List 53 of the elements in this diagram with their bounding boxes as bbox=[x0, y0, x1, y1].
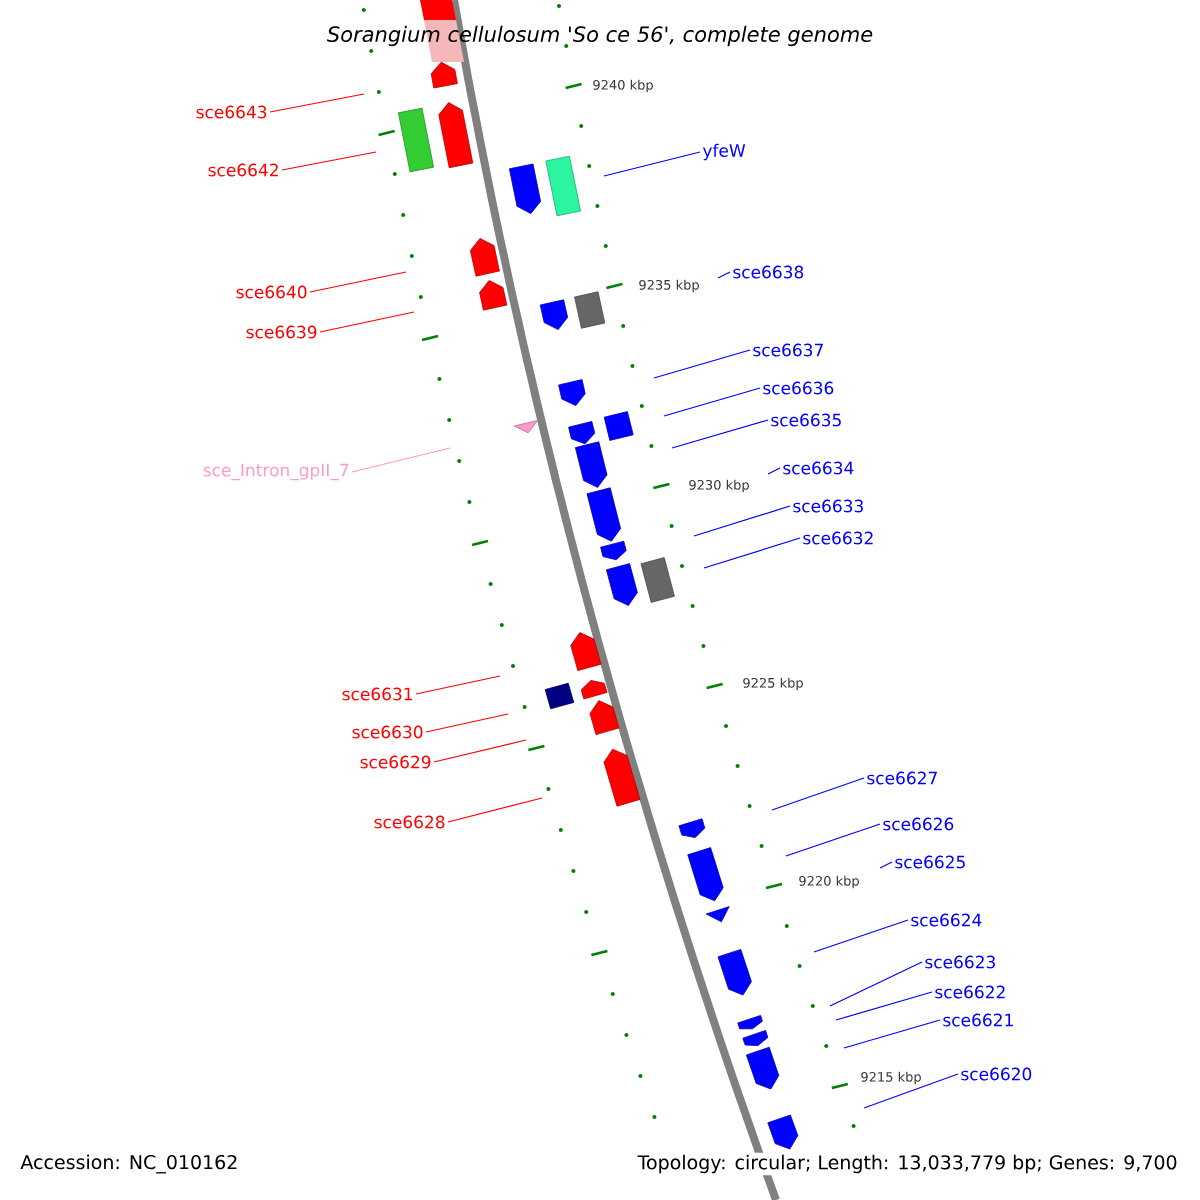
gene-label: sce6639 bbox=[246, 325, 317, 339]
gene-label: sce6630 bbox=[352, 725, 423, 739]
leader-line bbox=[879, 861, 893, 869]
leader-line bbox=[785, 823, 881, 857]
gene-label: sce6631 bbox=[342, 687, 413, 701]
gene-label: sce6626 bbox=[883, 817, 954, 831]
gene-label: sce6621 bbox=[943, 1013, 1013, 1027]
leader-line bbox=[767, 467, 781, 475]
gene-label: sce6623 bbox=[925, 955, 995, 969]
gene-label: sce6629 bbox=[360, 755, 431, 769]
info-text: Accession: NC_010162 bbox=[18, 1152, 241, 1176]
title: Sorangium cellulosum 'So ce 56', complete genome bbox=[327, 25, 873, 47]
gene-label: sce6624 bbox=[911, 913, 982, 927]
leader-line bbox=[813, 919, 909, 953]
leader-line bbox=[835, 991, 933, 1021]
leader-line bbox=[863, 1073, 959, 1109]
leader-line bbox=[433, 739, 527, 763]
leader-line bbox=[717, 271, 731, 279]
gene-label: sce6640 bbox=[236, 285, 307, 299]
gene-label: sce6625 bbox=[895, 855, 965, 869]
gene-label: yfeW bbox=[702, 143, 746, 161]
gene-label: sce6635 bbox=[771, 413, 841, 427]
gene-label: sce6620 bbox=[961, 1067, 1032, 1081]
gene-label: sce6627 bbox=[867, 771, 937, 785]
gene-label: sce6643 bbox=[196, 105, 267, 119]
leader-line bbox=[351, 447, 451, 473]
leader-line bbox=[829, 961, 923, 1007]
gene-label: sce6622 bbox=[935, 985, 1005, 999]
leader-line bbox=[319, 311, 415, 333]
leader-line bbox=[425, 713, 509, 733]
leader-line bbox=[671, 419, 769, 449]
gene-label: sce6637 bbox=[753, 343, 823, 357]
leader-line bbox=[269, 93, 365, 113]
gene-label: sce_Intron_gpII_7 bbox=[203, 463, 349, 481]
gene-label: sce6628 bbox=[374, 815, 445, 829]
info-text: Topology: circular; Length: 13,033,779 bp; Genes: 9,700 bbox=[635, 1152, 1180, 1176]
gene-label: sce6633 bbox=[793, 499, 863, 513]
leader-line bbox=[771, 777, 865, 811]
gene-label: sce6638 bbox=[733, 265, 804, 279]
leader-line bbox=[653, 349, 751, 379]
gene-label: sce6632 bbox=[803, 531, 873, 545]
leader-line bbox=[703, 537, 801, 569]
leader-line bbox=[843, 1019, 941, 1049]
leader-line bbox=[603, 151, 701, 177]
leader-line bbox=[281, 151, 377, 171]
leader-line bbox=[309, 271, 407, 293]
leader-line bbox=[447, 797, 543, 823]
leader-line bbox=[693, 505, 791, 537]
leader-line bbox=[663, 387, 761, 417]
gene-label: sce6642 bbox=[208, 163, 278, 177]
gene-label: sce6634 bbox=[783, 461, 854, 475]
leader-line bbox=[415, 675, 501, 695]
gene-label: sce6636 bbox=[763, 381, 834, 395]
